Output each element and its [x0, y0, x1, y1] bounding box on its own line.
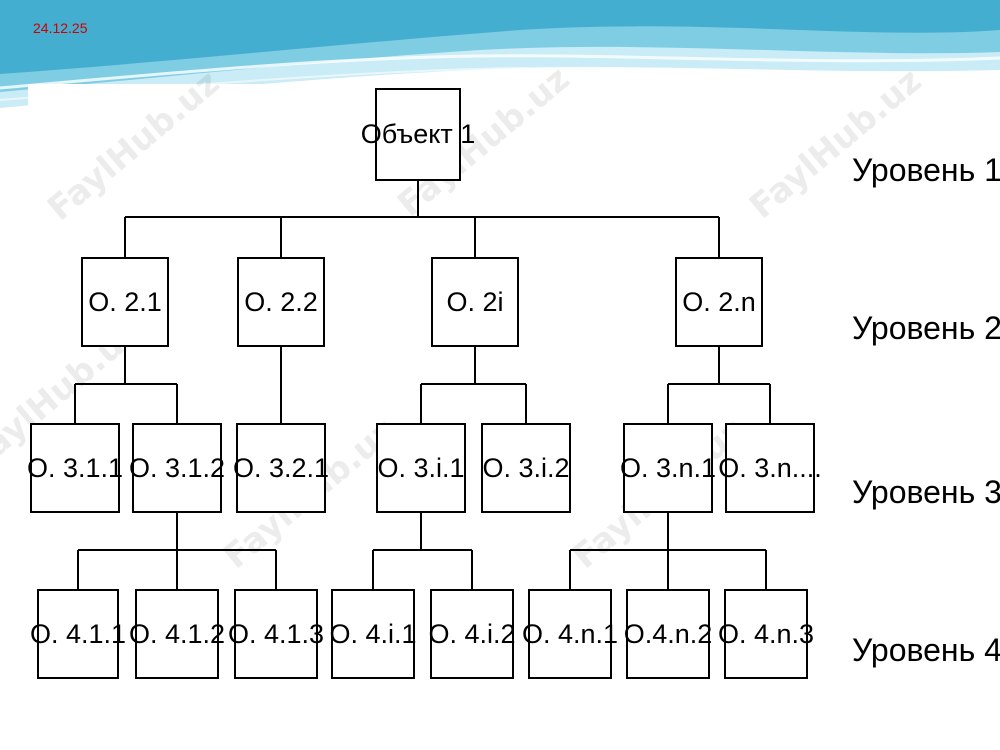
node-level4: О. 4.1.1 [30, 589, 126, 679]
connector [124, 180, 720, 258]
node-level3: О. 3.n.... [718, 423, 822, 513]
watermark: FaylHub.uz [40, 63, 227, 229]
connector [77, 512, 277, 590]
node-label: О. 3.2.1 [233, 453, 329, 483]
level-labels: Уровень 1 Уровень 2 Уровень 3 Уровень 4 [852, 152, 1000, 668]
node-label: О. 3.i.1 [377, 453, 464, 483]
node-label: О. 4.i.2 [428, 619, 515, 649]
node-level3: О. 3.2.1 [233, 423, 329, 513]
node-level3: О. 3.i.2 [481, 423, 571, 513]
level-label: Уровень 1 [852, 152, 1000, 188]
slide-date: 24.12.25 [33, 20, 88, 36]
node-label: О. 3.n.... [718, 453, 822, 483]
node-label: О.4.n.2 [624, 619, 713, 649]
header-banner [0, 0, 1000, 108]
node-level4: О. 4.n.3 [718, 589, 814, 679]
node-level2: О. 2.1 [81, 257, 169, 347]
node-level2: О. 2i [431, 257, 519, 347]
node-level3: О. 3.i.1 [376, 423, 466, 513]
node-level2: О. 2.2 [237, 257, 325, 347]
node-level4: О. 4.n.1 [522, 589, 618, 679]
node-level4: О. 4.1.2 [129, 589, 225, 679]
node-label: О. 2i [446, 287, 503, 317]
node-level3: О. 3.1.2 [129, 423, 225, 513]
node-label: О. 3.n.1 [620, 453, 716, 483]
node-level2: О. 2.n [675, 257, 763, 347]
node-label: О. 3.1.2 [129, 453, 225, 483]
node-label: Объект 1 [361, 119, 475, 149]
level-label: Уровень 4 [852, 632, 1000, 668]
node-level3: О. 3.n.1 [620, 423, 716, 513]
connector [372, 512, 473, 590]
level-label: Уровень 3 [852, 474, 1000, 510]
node-label: О. 4.1.3 [228, 619, 324, 649]
connector [667, 346, 771, 424]
banner-wave-highlight [0, 54, 1000, 90]
node-level4: О.4.n.2 [624, 589, 713, 679]
node-level3: О. 3.1.1 [27, 423, 123, 513]
connector [569, 512, 767, 590]
node-level4: О. 4.i.1 [329, 589, 417, 679]
node-label: О. 4.1.2 [129, 619, 225, 649]
node-label: О. 2.2 [244, 287, 318, 317]
node-level4: О. 4.i.2 [428, 589, 516, 679]
connector-lines [74, 180, 771, 590]
level-label: Уровень 2 [852, 310, 1000, 346]
node-label: О. 2.n [682, 287, 756, 317]
node-label: О. 3.1.1 [27, 453, 123, 483]
node-label: О. 2.1 [88, 287, 162, 317]
node-label: О. 4.i.1 [329, 619, 416, 649]
connector [420, 346, 527, 424]
node-level4: О. 4.1.3 [228, 589, 324, 679]
connector [74, 346, 178, 424]
node-label: О. 3.i.2 [482, 453, 569, 483]
node-root: Объект 1 [361, 88, 475, 181]
node-label: О. 4.n.3 [718, 619, 814, 649]
node-label: О. 4.n.1 [522, 619, 618, 649]
nodes: Объект 1 О. 2.1 О. 2.2 О. 2i О. 2.n О. 3… [27, 88, 822, 679]
banner-wave-dark [0, 0, 1000, 74]
node-label: О. 4.1.1 [30, 619, 126, 649]
watermark: FaylHub.uz [742, 61, 929, 227]
